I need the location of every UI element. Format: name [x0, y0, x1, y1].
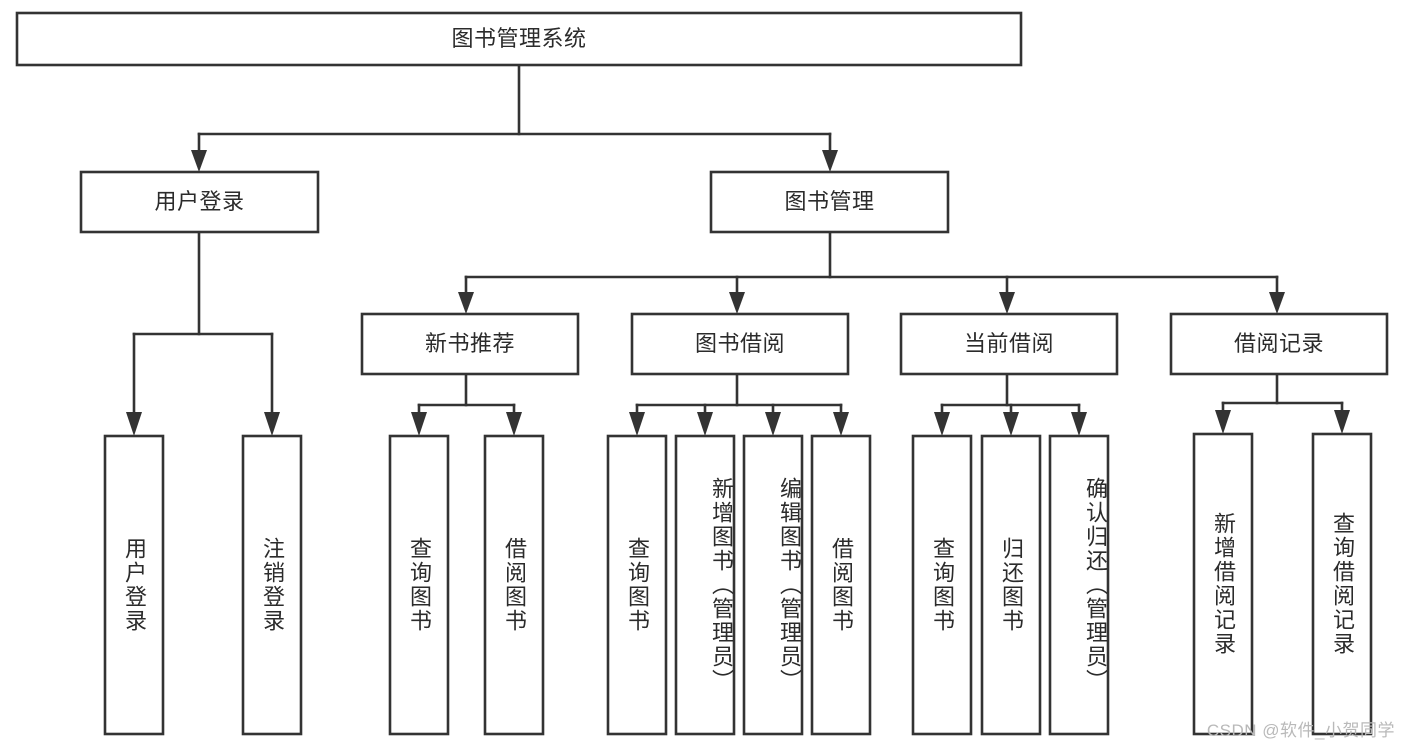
arrow-nbr-l2: [506, 412, 522, 436]
arrow-cb-l3: [1071, 412, 1087, 436]
node-leaf-confirm-return[interactable]: [1048, 434, 1110, 736]
csdn-watermark: CSDN @软件_小贺同学: [1206, 721, 1395, 740]
edge-group-book-borrow: [629, 372, 849, 436]
node-leaf-borrow-book-2[interactable]: [810, 434, 872, 736]
node-root[interactable]: [15, 11, 1023, 67]
arrow-bb-l4: [833, 412, 849, 436]
arrow-root-to-user-login: [191, 150, 207, 172]
edge-group-borrow-record: [1215, 372, 1350, 434]
node-user-login[interactable]: [79, 170, 320, 234]
node-leaf-borrow-book-1[interactable]: [483, 434, 545, 736]
node-leaf-logout-login[interactable]: [241, 434, 303, 736]
arrow-bb-l3: [765, 412, 781, 436]
node-new-book-recommend[interactable]: [360, 312, 580, 376]
edge-group-new-book-recommend: [411, 372, 522, 436]
arrow-user-login-l1: [126, 412, 142, 436]
node-leaf-query-book-1[interactable]: [388, 434, 450, 736]
arrow-bm-c4: [1269, 292, 1285, 314]
node-leaf-query-book-2[interactable]: [606, 434, 668, 736]
node-leaf-add-book[interactable]: [674, 434, 736, 736]
edge-group-current-borrow: [934, 372, 1087, 436]
node-leaf-query-record[interactable]: [1311, 432, 1373, 736]
arrow-bm-c3: [999, 292, 1015, 314]
edge-group-root: [191, 63, 838, 172]
arrow-nbr-l1: [411, 412, 427, 436]
arrow-bb-l2: [697, 412, 713, 436]
node-borrow-record[interactable]: [1169, 312, 1389, 376]
node-leaf-return-book[interactable]: [980, 434, 1042, 736]
arrow-br-l2: [1334, 410, 1350, 434]
arrow-bm-c1: [458, 292, 474, 314]
arrow-user-login-l2: [264, 412, 280, 436]
arrow-cb-l2: [1003, 412, 1019, 436]
edge-group-book-manage: [458, 230, 1285, 314]
node-leaf-add-record[interactable]: [1192, 432, 1254, 736]
node-book-borrow[interactable]: [630, 312, 850, 376]
edge-group-user-login: [126, 230, 280, 436]
arrow-root-to-book-manage: [822, 150, 838, 172]
node-leaf-user-login[interactable]: [103, 434, 165, 736]
arrow-cb-l1: [934, 412, 950, 436]
arrow-bb-l1: [629, 412, 645, 436]
node-book-manage[interactable]: [709, 170, 950, 234]
node-leaf-query-book-3[interactable]: [911, 434, 973, 736]
node-current-borrow[interactable]: [899, 312, 1119, 376]
arrow-bm-c2: [729, 292, 745, 314]
arrow-br-l1: [1215, 410, 1231, 434]
node-leaf-edit-book[interactable]: [742, 434, 804, 736]
